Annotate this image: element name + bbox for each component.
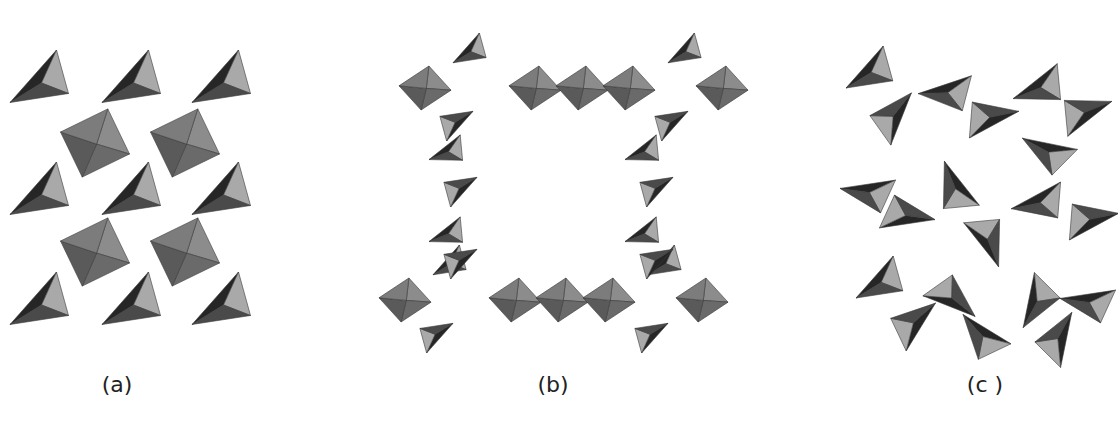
octahedron-face <box>703 278 728 302</box>
tetrahedron-face <box>846 72 893 88</box>
octahedron-face <box>583 298 610 322</box>
tetrahedron-face <box>10 83 69 103</box>
tetrahedron-face <box>192 195 251 215</box>
octahedron-face <box>696 66 726 88</box>
tetrahedron-face <box>1049 149 1078 175</box>
octahedron-face <box>556 86 583 110</box>
panel-c-structure <box>840 46 1118 367</box>
tetrahedron-face <box>972 102 1018 117</box>
octahedron-face <box>399 86 426 110</box>
octahedron-face <box>151 218 198 253</box>
tetrahedron-face <box>453 52 486 63</box>
octahedron-face <box>509 66 539 88</box>
octahedron-face <box>379 298 406 322</box>
octahedron-face <box>610 278 635 302</box>
tetrahedron-face <box>1060 298 1101 323</box>
tetrahedron-face <box>963 315 983 360</box>
panel-b-structure <box>379 33 748 353</box>
panel-label: (a) <box>102 373 133 397</box>
tetrahedron-face <box>625 152 659 161</box>
tetrahedron-face <box>640 249 673 260</box>
octahedron-face <box>676 298 703 322</box>
tetrahedron-face <box>1064 100 1111 112</box>
octahedron-face <box>603 66 633 88</box>
tetrahedron-face <box>429 234 463 243</box>
octahedron-face <box>603 86 630 110</box>
tetrahedron-face <box>635 323 668 334</box>
octahedron-face <box>489 278 519 300</box>
tetrahedron-face <box>978 337 1011 360</box>
tetrahedron-face <box>1011 203 1057 218</box>
tetrahedron-face <box>102 305 161 325</box>
tetrahedron-face <box>10 305 69 325</box>
octahedron-face <box>583 278 613 300</box>
tetrahedron-face <box>192 83 251 103</box>
tetrahedron-face <box>1013 88 1060 100</box>
octahedron-face <box>406 278 431 302</box>
tetrahedron-face <box>891 318 914 351</box>
octahedron-face <box>151 109 198 144</box>
octahedron-face <box>556 66 586 88</box>
tetrahedron-face <box>625 234 659 243</box>
tetrahedron-face <box>870 93 912 116</box>
octahedron-face <box>696 86 723 110</box>
tetrahedron-face <box>891 303 936 323</box>
tetrahedron-face <box>840 188 881 213</box>
octahedron-face <box>536 278 566 300</box>
tetrahedron-face <box>1022 138 1052 175</box>
tetrahedron-face <box>444 249 477 260</box>
panel-label: (b) <box>537 373 568 397</box>
octahedron-face <box>399 66 429 88</box>
tetrahedron-face <box>420 323 453 334</box>
octahedron-face <box>426 66 451 90</box>
tetrahedron-face <box>1034 273 1060 302</box>
tetrahedron-face <box>192 305 251 325</box>
tetrahedron-face <box>655 111 688 122</box>
tetrahedron-face <box>988 219 1000 266</box>
tetrahedron-face <box>102 83 161 103</box>
octahedron-face <box>630 66 655 90</box>
tetrahedron-face <box>1023 298 1060 328</box>
octahedron-face <box>61 218 108 253</box>
tetrahedron-face <box>952 275 975 317</box>
tetrahedron-face <box>943 161 955 208</box>
tetrahedron-face <box>856 282 903 298</box>
tetrahedron-face <box>1035 339 1061 368</box>
octahedron-face <box>536 298 563 322</box>
panel-label: (c ) <box>967 373 1003 397</box>
tetrahedron-face <box>1072 204 1118 219</box>
octahedron-face <box>489 298 516 322</box>
tetrahedron-face <box>429 152 463 161</box>
octahedron-face <box>676 278 706 300</box>
octahedron-face <box>61 109 108 144</box>
panel-a-structure <box>10 50 251 325</box>
tetrahedron-face <box>870 116 893 146</box>
tetrahedron-face <box>444 177 477 188</box>
tetrahedron-face <box>923 275 953 298</box>
tetrahedron-face <box>918 93 962 111</box>
octahedron-face <box>509 86 536 110</box>
tetrahedron-face <box>1035 312 1072 342</box>
tetrahedron-face <box>440 111 473 122</box>
tetrahedron-face <box>640 177 673 188</box>
octahedron-face <box>379 278 409 300</box>
tetrahedron-face <box>10 195 69 215</box>
tetrahedron-face <box>895 195 936 220</box>
octahedron-face <box>723 66 748 90</box>
tetrahedron-face <box>668 52 701 63</box>
tetrahedron-face <box>102 195 161 215</box>
